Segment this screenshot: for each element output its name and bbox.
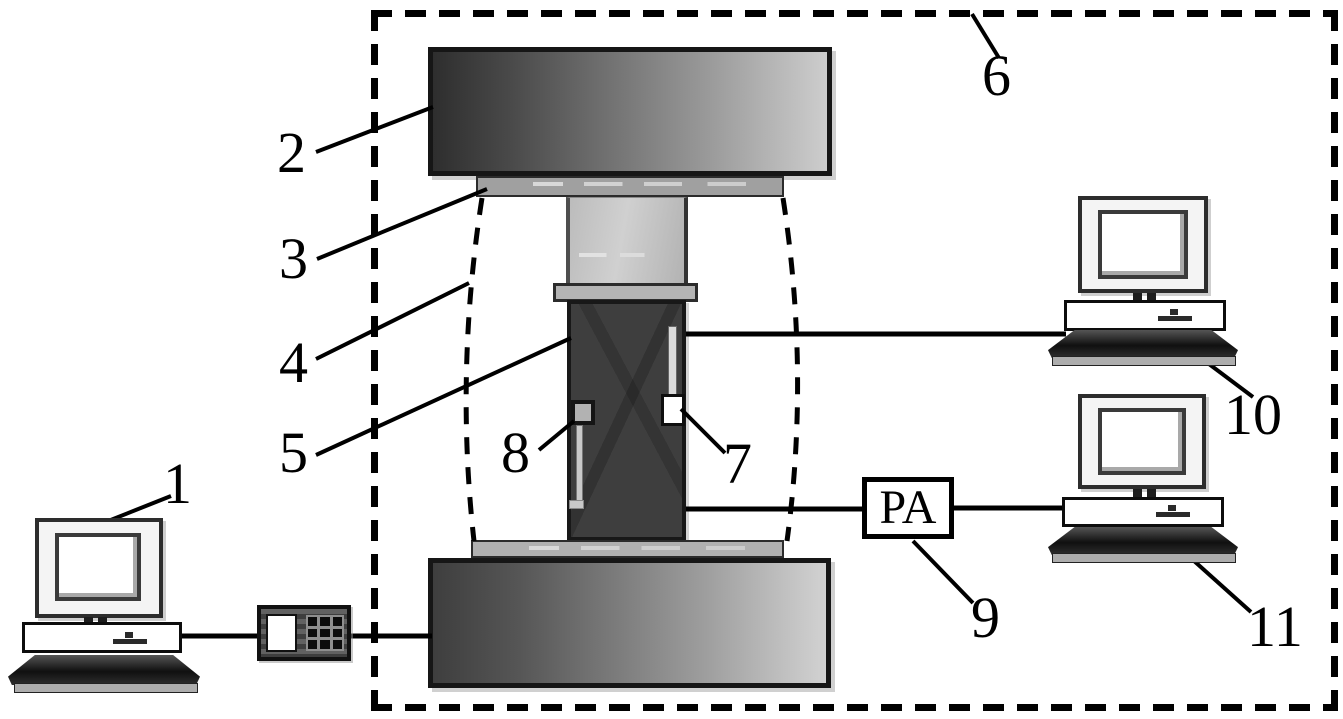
floppy-slot-icon <box>125 632 133 638</box>
enclosure-dashed-border-left <box>371 10 378 711</box>
leader-line-7 <box>679 407 727 455</box>
keyboard-base-icon <box>1052 356 1236 366</box>
controller-display-icon <box>266 614 297 652</box>
callout-label-9: 9 <box>971 585 1000 650</box>
floppy-slot-icon <box>1156 512 1190 517</box>
preamplifier-box: PA <box>862 477 954 539</box>
callout-label-7: 7 <box>723 431 752 496</box>
upper-platen-block <box>428 47 832 176</box>
screen-icon <box>55 533 141 601</box>
keyboard-base-icon <box>1052 553 1236 563</box>
callout-label-8: 8 <box>501 420 530 485</box>
desktop-computer-1-icon <box>8 515 208 695</box>
screen-icon <box>1098 408 1186 475</box>
preamplifier-label: PA <box>879 481 937 534</box>
callout-label-2: 2 <box>277 120 306 185</box>
monitor-stand-icon <box>1133 293 1142 306</box>
leader-line-5 <box>315 336 572 457</box>
desktop-computer-11-icon <box>1038 391 1238 571</box>
screen-icon <box>1098 210 1188 279</box>
keyboard-icon <box>8 655 200 685</box>
enclosure-dashed-border-top <box>371 10 1338 17</box>
lower-platen-block <box>428 558 831 688</box>
system-unit-icon <box>1064 300 1226 331</box>
enclosure-dashed-border-right <box>1331 10 1338 711</box>
floppy-slot-icon <box>1168 505 1176 511</box>
right-sensor-wire <box>668 326 677 404</box>
left-sensor-icon <box>571 400 595 425</box>
lower-spacer-plate <box>471 540 784 558</box>
desktop-computer-10-icon <box>1040 193 1240 373</box>
monitor-stand-icon <box>1147 293 1156 306</box>
chamber-dashed-curve-right <box>780 197 801 542</box>
upper-spacer-plate <box>476 176 784 197</box>
leader-line-4 <box>315 281 470 361</box>
chamber-dashed-curve-left <box>463 197 485 542</box>
callout-label-5: 5 <box>279 420 308 485</box>
keyboard-icon <box>1048 330 1238 358</box>
right-sensor-icon <box>661 394 685 426</box>
system-unit-icon <box>1062 497 1224 527</box>
monitor-stand-icon <box>1147 489 1156 502</box>
enclosure-dashed-border-bottom <box>371 704 1338 711</box>
floppy-slot-icon <box>1158 316 1192 321</box>
callout-label-10: 10 <box>1224 382 1282 447</box>
callout-label-1: 1 <box>163 451 192 516</box>
callout-label-3: 3 <box>279 226 308 291</box>
system-unit-icon <box>22 622 182 653</box>
leader-line-3 <box>316 187 488 261</box>
controller-keypad-icon <box>306 615 344 651</box>
floppy-slot-icon <box>113 639 147 644</box>
keyboard-base-icon <box>14 683 198 693</box>
callout-label-11: 11 <box>1247 594 1303 659</box>
monitor-stand-icon <box>1133 489 1142 502</box>
floppy-slot-icon <box>1170 309 1178 315</box>
callout-label-4: 4 <box>279 330 308 395</box>
left-sensor-wire-end <box>569 500 584 509</box>
keyboard-icon <box>1048 527 1238 555</box>
leader-line-9 <box>911 539 975 605</box>
callout-label-6: 6 <box>982 43 1011 108</box>
loading-piston <box>566 197 688 293</box>
left-sensor-wire <box>576 425 583 503</box>
